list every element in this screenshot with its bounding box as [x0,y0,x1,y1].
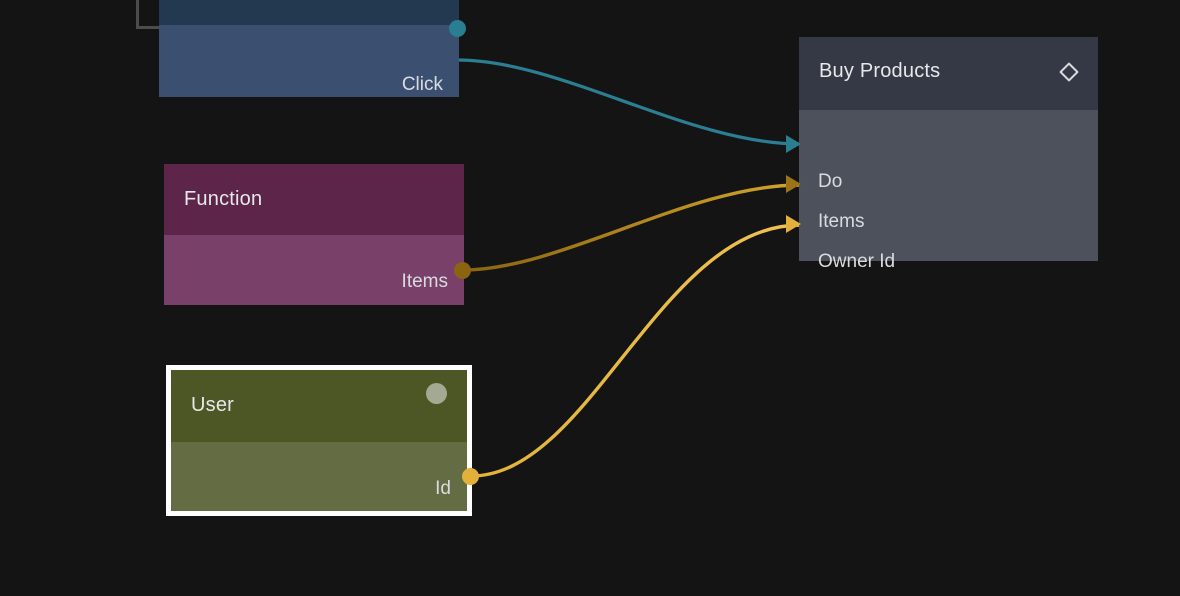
node-trigger[interactable]: Click [159,0,466,97]
port-row-click[interactable]: Click [402,74,443,96]
port-label-click: Click [401,74,443,95]
node-user-header[interactable]: User [171,370,467,442]
port-label-owner-id: Owner Id [818,251,896,272]
node-trigger-body: Click [159,25,459,97]
diamond-icon [1059,62,1079,82]
node-user-title: User [191,394,235,416]
node-function-body: Items [164,235,464,305]
port-label-do: Do [818,171,843,192]
port-label-items: Items [401,271,448,292]
node-function[interactable]: Function Items [164,164,471,305]
port-label-items-in: Items [818,211,865,232]
port-row-owner-id[interactable]: Owner Id [818,251,895,273]
input-port-owner-id[interactable] [786,215,801,233]
input-port-do[interactable] [786,135,801,153]
input-port-items[interactable] [786,175,801,193]
connection-items-to-items [461,183,802,272]
connection-click-to-do [456,58,802,146]
node-action-body: Do Items Owner Id [799,110,1098,272]
node-action[interactable]: Buy Products Do Items Owner Id [786,37,1098,272]
node-trigger-header[interactable] [159,0,459,25]
node-action-title: Buy Products [819,60,941,82]
node-function-title: Function [184,188,263,210]
node-action-header[interactable]: Buy Products [799,37,1098,110]
output-port-items[interactable] [454,262,471,279]
node-user[interactable]: User Id [166,365,479,516]
connection-id-to-owner-id [469,223,802,478]
port-row-id[interactable]: Id [435,478,451,500]
selection-corner-bracket [136,0,163,29]
node-function-header[interactable]: Function [164,164,464,235]
port-label-id: Id [435,478,451,499]
output-port-click[interactable] [449,20,466,37]
port-row-do[interactable]: Do [818,171,842,193]
node-user-body: Id [171,442,467,511]
port-row-items[interactable]: Items [402,271,448,293]
port-row-items-in[interactable]: Items [818,211,864,233]
output-port-id[interactable] [462,468,479,485]
circle-icon [426,383,447,404]
